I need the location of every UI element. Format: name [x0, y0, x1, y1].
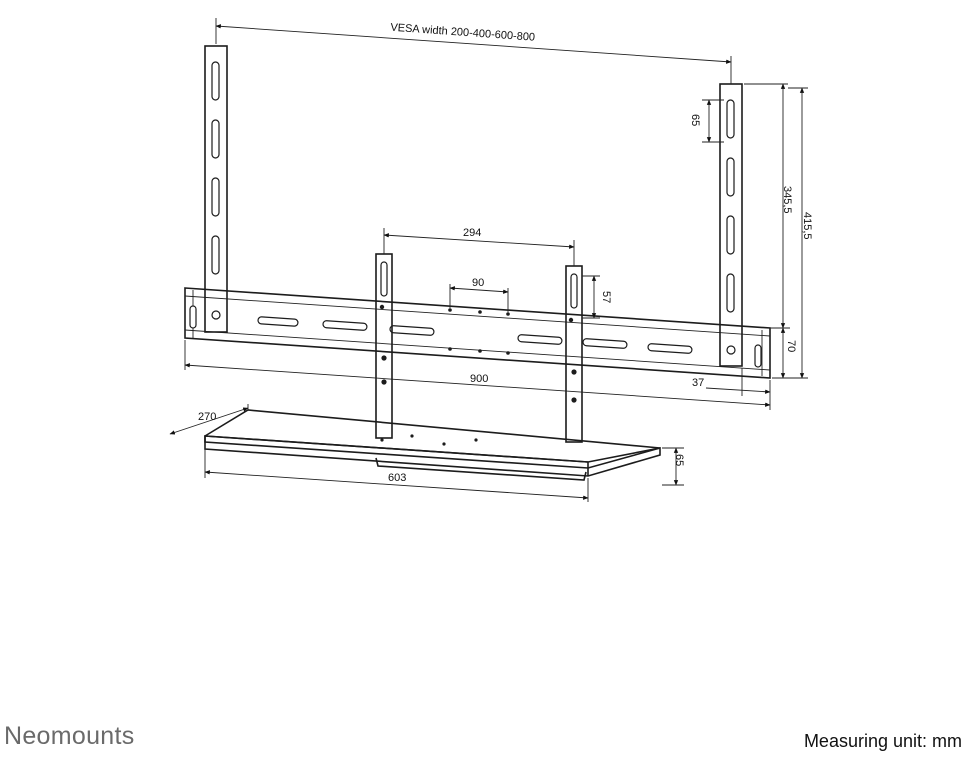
- dim-label-294: 294: [463, 227, 481, 239]
- dim-270: [169, 404, 249, 435]
- dim-label-65-shelf: 65: [673, 454, 685, 466]
- left-upright-arm: [204, 45, 228, 333]
- dim-900: [184, 340, 771, 410]
- dim-345-5: [744, 83, 790, 329]
- dim-label-270: 270: [198, 411, 216, 423]
- dim-603: [204, 446, 589, 502]
- dim-415-5: [772, 87, 808, 379]
- measuring-unit-note: Measuring unit: mm: [803, 731, 962, 751]
- dim-label-57: 57: [600, 291, 612, 303]
- dim-label-345-5: 345,5: [781, 186, 793, 214]
- dim-label-900: 900: [470, 373, 488, 385]
- dim-65-shelf: [662, 447, 684, 486]
- shelf-plate: [204, 409, 661, 481]
- right-upright-arm: [719, 83, 743, 367]
- dim-label-vesa-width: VESA width 200-400-600-800: [390, 22, 535, 44]
- dim-label-70: 70: [785, 340, 797, 352]
- dim-294: [383, 228, 575, 266]
- right-shelf-post: [565, 265, 583, 443]
- main-rail: [184, 287, 771, 379]
- dim-37: [705, 368, 771, 396]
- dim-label-90: 90: [472, 277, 484, 289]
- brand-logo-text: Neomounts: [4, 722, 135, 750]
- dim-label-415-5: 415,5: [801, 212, 813, 240]
- dim-label-603: 603: [388, 472, 406, 484]
- dim-label-37: 37: [692, 377, 704, 389]
- dim-65-top: [702, 99, 724, 143]
- dim-90: [449, 284, 509, 312]
- dim-57: [582, 275, 600, 319]
- dim-vesa-width: [215, 18, 732, 84]
- left-shelf-post: [375, 253, 393, 439]
- dim-label-65-top: 65: [689, 114, 701, 126]
